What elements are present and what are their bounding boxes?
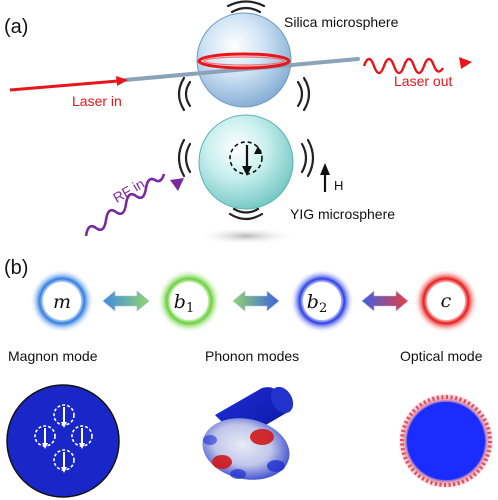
yig-microsphere-label: YIG microsphere [290, 206, 395, 222]
mode-m-symbol: m [53, 291, 71, 313]
optical-mode-illustration [398, 393, 494, 489]
mode-m-node: m [30, 269, 94, 333]
magnon-mode-illustration [6, 384, 120, 498]
rf-in-label: RF in [110, 175, 147, 206]
fiber-taper [123, 57, 360, 82]
panel-a-label: (a) [4, 16, 28, 38]
mode-c-node: c [414, 269, 478, 333]
optical-ring-inner [203, 56, 285, 66]
phonon-modes-label: Phonon modes [205, 348, 299, 364]
field-label: H [334, 178, 343, 193]
sphere-shadow [196, 227, 296, 245]
magnetic-field-arrow [320, 163, 330, 192]
magnetization-precession-icon [229, 141, 263, 176]
mode-b1-symbol: b [174, 291, 186, 313]
svg-text:b2: b2 [307, 291, 327, 316]
laser-in-label: Laser in [72, 93, 122, 109]
vibration-arcs-yig [177, 138, 315, 221]
phonon-mode-illustration [202, 386, 294, 480]
coupling-arrow-b2-c [361, 290, 409, 312]
laser-in-arrow [9, 76, 128, 92]
mode-b2-symbol: b [307, 291, 319, 313]
rf-in-wave [84, 173, 184, 237]
silica-microsphere-label: Silica microsphere [284, 14, 399, 30]
mode-b2-node: b2 [290, 269, 354, 333]
optical-whispering-gallery-ring [197, 52, 291, 70]
coupling-arrow-m-b1 [102, 290, 150, 312]
mode-b1-subscript: 1 [186, 301, 194, 316]
silica-microsphere [196, 12, 292, 108]
magnon-mode-label: Magnon mode [8, 348, 98, 364]
mode-b2-subscript: 2 [319, 301, 327, 316]
svg-text:b1: b1 [174, 291, 194, 316]
laser-out-label: Laser out [394, 73, 452, 89]
mode-c-symbol: c [441, 290, 452, 312]
laser-out-wave [362, 57, 472, 75]
coupling-arrow-b1-b2 [232, 290, 280, 312]
optical-mode-label: Optical mode [400, 348, 483, 364]
mode-b1-node: b1 [157, 269, 221, 333]
panel-b-label: (b) [4, 257, 28, 279]
vibration-arcs-middle [177, 76, 311, 112]
